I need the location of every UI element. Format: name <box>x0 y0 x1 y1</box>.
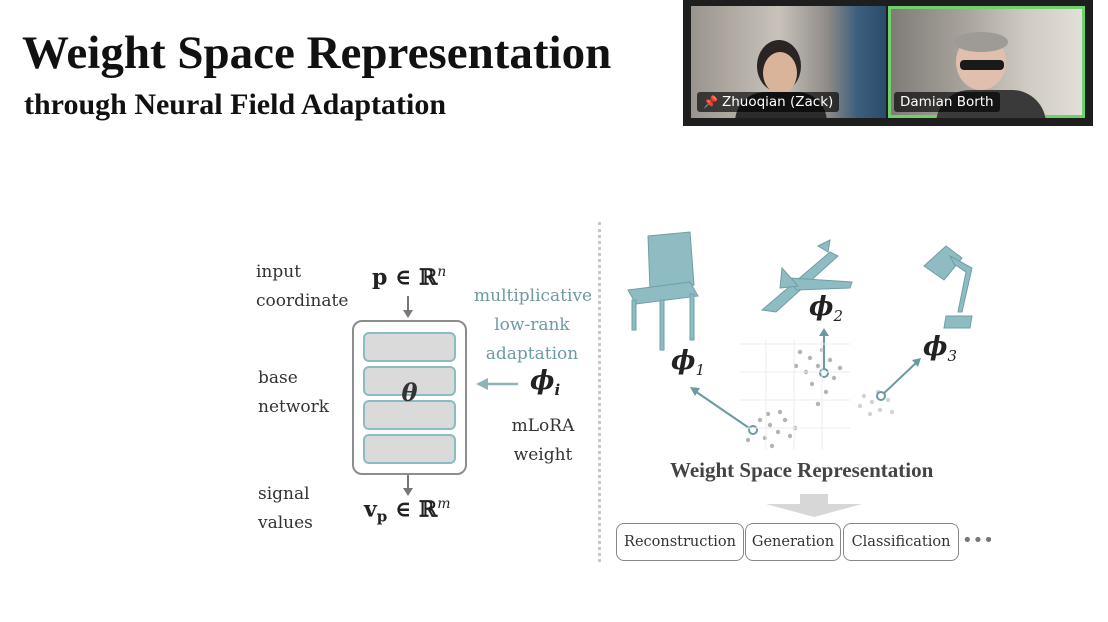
participant-name-tag: 📌Zhuoqian (Zack) <box>697 92 840 112</box>
video-call-panel: 📌Zhuoqian (Zack) Damian Borth <box>683 0 1093 126</box>
network-layer <box>363 332 456 362</box>
task-classification: Classification <box>843 523 959 561</box>
adaptation-label: multiplicative low-rank adaptation <box>474 286 593 364</box>
more-tasks-ellipsis: ••• <box>962 530 994 551</box>
theta-symbol: θ <box>401 378 418 407</box>
phi-2-symbol: ϕ2 <box>809 292 844 326</box>
slide-subtitle: through Neural Field Adaptation <box>24 88 447 121</box>
input-coordinate-label: input coordinate <box>256 262 349 311</box>
mlora-weight-label: mLoRA weight <box>511 416 575 465</box>
network-layer <box>363 366 456 396</box>
network-layer <box>363 400 456 430</box>
slide-title: Weight Space Representation <box>22 27 612 79</box>
lamp-icon <box>923 245 973 329</box>
base-network-box: θ <box>352 320 467 475</box>
participant-tile-zhuoqian[interactable]: 📌Zhuoqian (Zack) <box>691 6 886 118</box>
input-math: p ∈ ℝn <box>372 264 447 291</box>
participant-tile-damian[interactable]: Damian Borth <box>888 6 1085 118</box>
weight-space-label: Weight Space Representation <box>670 458 934 482</box>
chair-icon <box>627 231 699 351</box>
network-layer <box>363 434 456 464</box>
phi-i-symbol: ϕi <box>530 366 561 400</box>
airplane-icon <box>760 239 853 313</box>
base-network-label: base network <box>258 368 330 417</box>
pin-icon: 📌 <box>703 95 718 109</box>
section-divider <box>598 222 601 562</box>
output-math: vp ∈ ℝm <box>364 496 451 526</box>
task-generation: Generation <box>745 523 841 561</box>
participant-name-tag: Damian Borth <box>894 92 1000 112</box>
task-reconstruction: Reconstruction <box>616 523 744 561</box>
phi-3-symbol: ϕ3 <box>923 332 958 366</box>
phi-1-symbol: ϕ1 <box>671 346 706 380</box>
signal-values-label: signal values <box>258 484 313 533</box>
